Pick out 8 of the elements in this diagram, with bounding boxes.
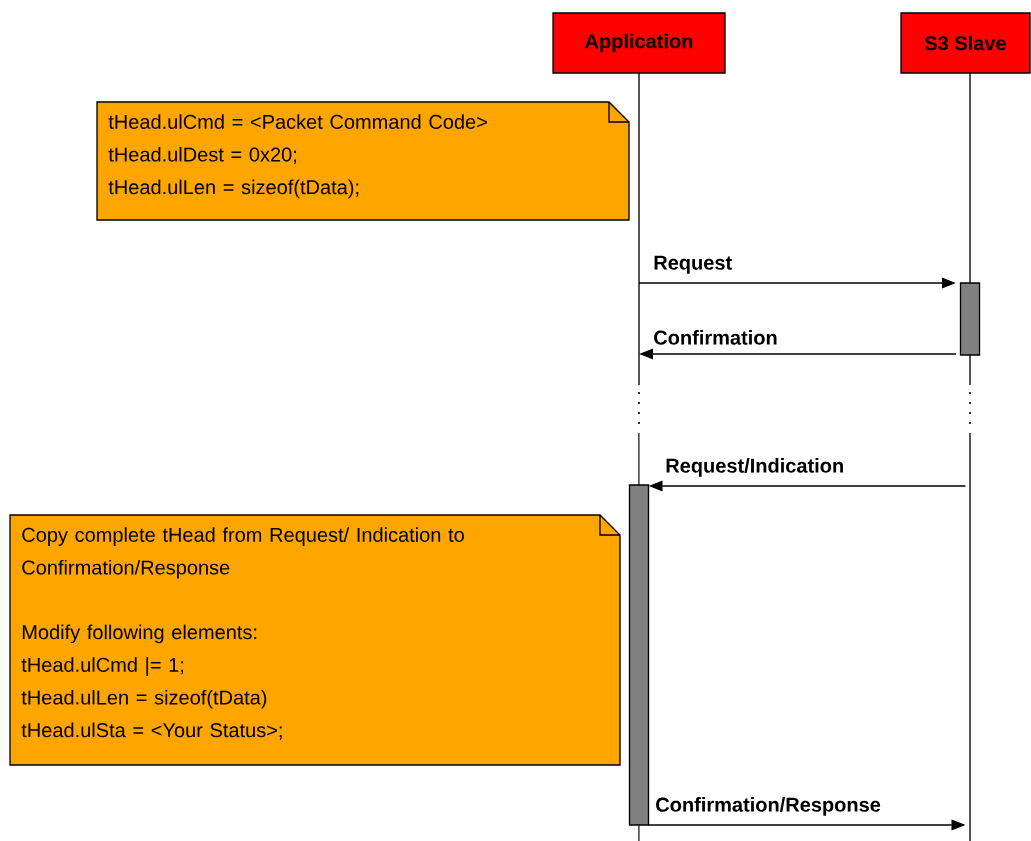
note: Copy complete tHead from Request/ Indication to Confirmation/Response Modify following elements: tHead.ulCmd |= 1; tHead.ulLen = sizeof(tData) tHead.ulSta = <Your Status>; [9,514,621,766]
lifeline-head: S3 Slave [900,12,1031,74]
edge-label: Confirmation [654,330,777,345]
edge-label: Request [654,255,732,274]
note: tHead.ulCmd = <Packet Command Code> tHead.ulDest = 0x20; tHead.ulLen = sizeof(tData); [96,101,630,221]
edge-label: Request/Indication [666,458,843,477]
edge-label: Confirmation/Response [656,797,881,816]
lifeline-head: Application [552,12,726,74]
